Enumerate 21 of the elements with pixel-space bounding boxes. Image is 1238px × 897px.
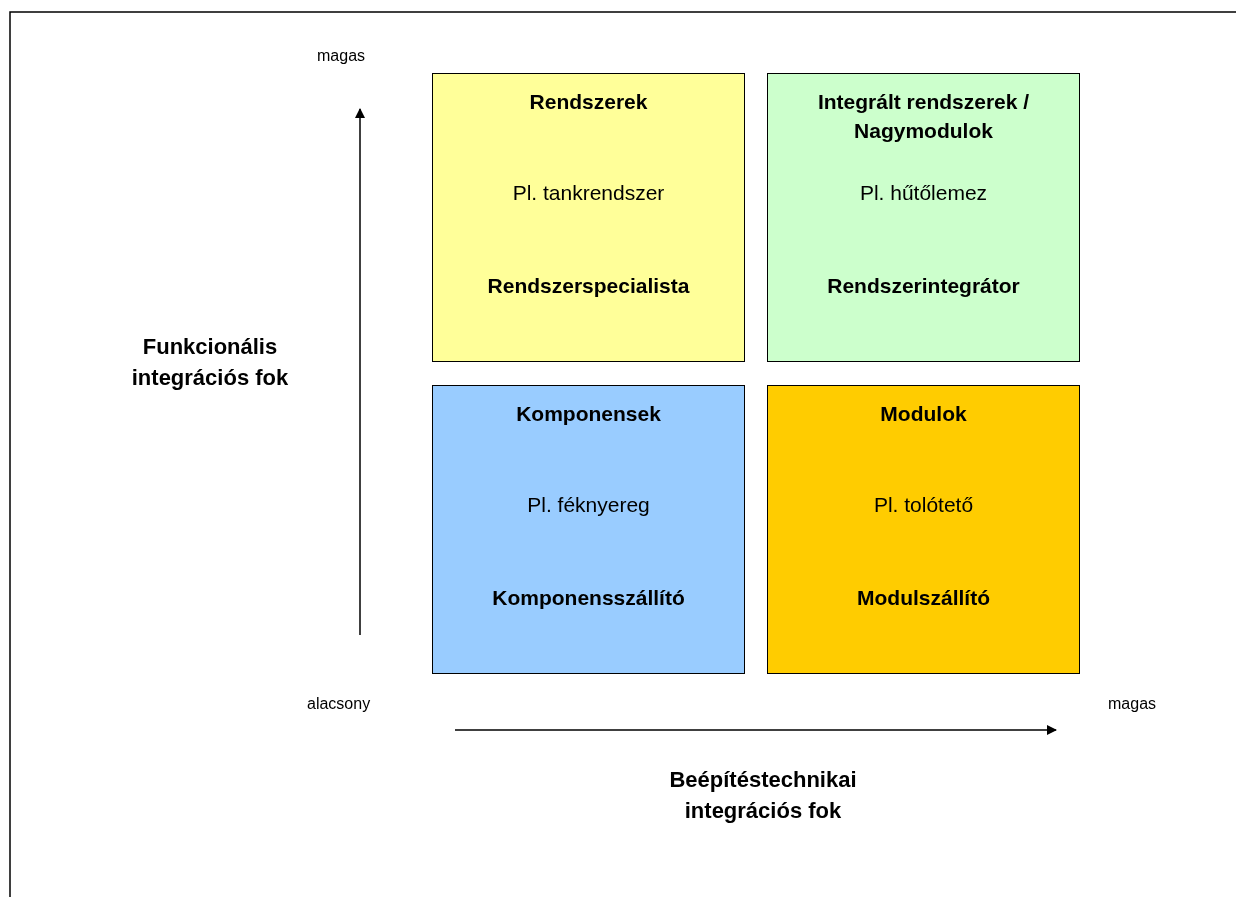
quadrant-box: [767, 73, 1080, 362]
role-title: Rendszerspecialista: [486, 273, 691, 299]
axis-title: Funkcionális integrációs fok: [130, 333, 290, 392]
example-text: Pl. tankrendszer: [511, 180, 666, 206]
role-title: Rendszerintegrátor: [826, 273, 1021, 299]
quadrant-box: [432, 385, 745, 674]
axis-end-label: magas: [1108, 695, 1157, 713]
example-text: Pl. tolótető: [872, 492, 975, 518]
role-title: Komponensszállító: [491, 585, 686, 611]
category-title: Komponensek: [515, 401, 662, 427]
example-text: Pl. féknyereg: [526, 492, 651, 518]
category-title: Rendszerek: [528, 89, 649, 115]
quadrant-box: [767, 385, 1080, 674]
axis-title: Beépítéstechnikai integrációs fok: [668, 766, 858, 825]
category-title: Modulok: [879, 401, 968, 427]
example-text: Pl. hűtőlemez: [858, 180, 989, 206]
role-title: Modulszállító: [856, 585, 991, 611]
axis-end-label: magas: [317, 47, 366, 65]
category-title: Integrált rendszerek / Nagymodulok: [816, 89, 1031, 144]
axis-end-label: alacsony: [307, 695, 371, 713]
quadrant-box: [432, 73, 745, 362]
